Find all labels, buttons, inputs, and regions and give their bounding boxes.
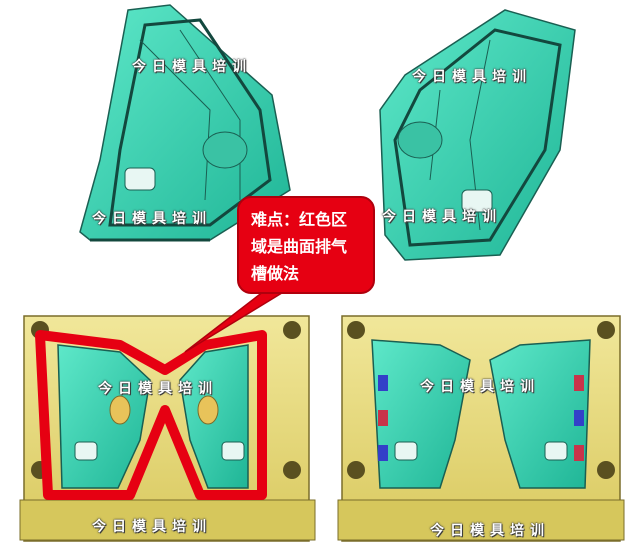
watermark: 今日模具培训	[132, 59, 252, 75]
watermark: 今日模具培训	[382, 209, 502, 225]
watermark: 今日模具培训	[98, 381, 218, 397]
watermark: 今日模具培训	[92, 519, 212, 535]
callout-line: 难点：红色区	[251, 210, 348, 229]
part-top-left	[79, 4, 291, 242]
watermark: 今日模具培训	[412, 69, 532, 85]
vent-highlight-red	[35, 330, 267, 500]
callout-line: 域是曲面排气	[251, 237, 348, 256]
watermark: 今日模具培训	[92, 211, 212, 227]
watermark: 今日模具培训	[430, 523, 550, 539]
part-top-right	[379, 9, 576, 261]
watermark: 今日模具培训	[420, 379, 540, 395]
callout-line: 槽做法	[251, 264, 300, 283]
mold-bottom-left	[19, 315, 316, 542]
mold-bottom-right	[337, 315, 625, 542]
callout-box: 难点：红色区 域是曲面排气 槽做法	[237, 196, 375, 294]
